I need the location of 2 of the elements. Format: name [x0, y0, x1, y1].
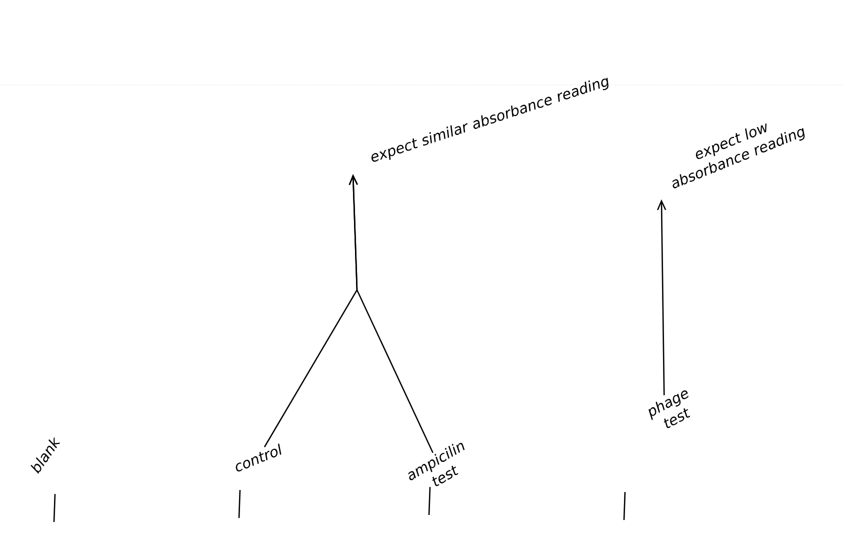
arrow	[657, 199, 666, 396]
arrow	[348, 174, 434, 454]
